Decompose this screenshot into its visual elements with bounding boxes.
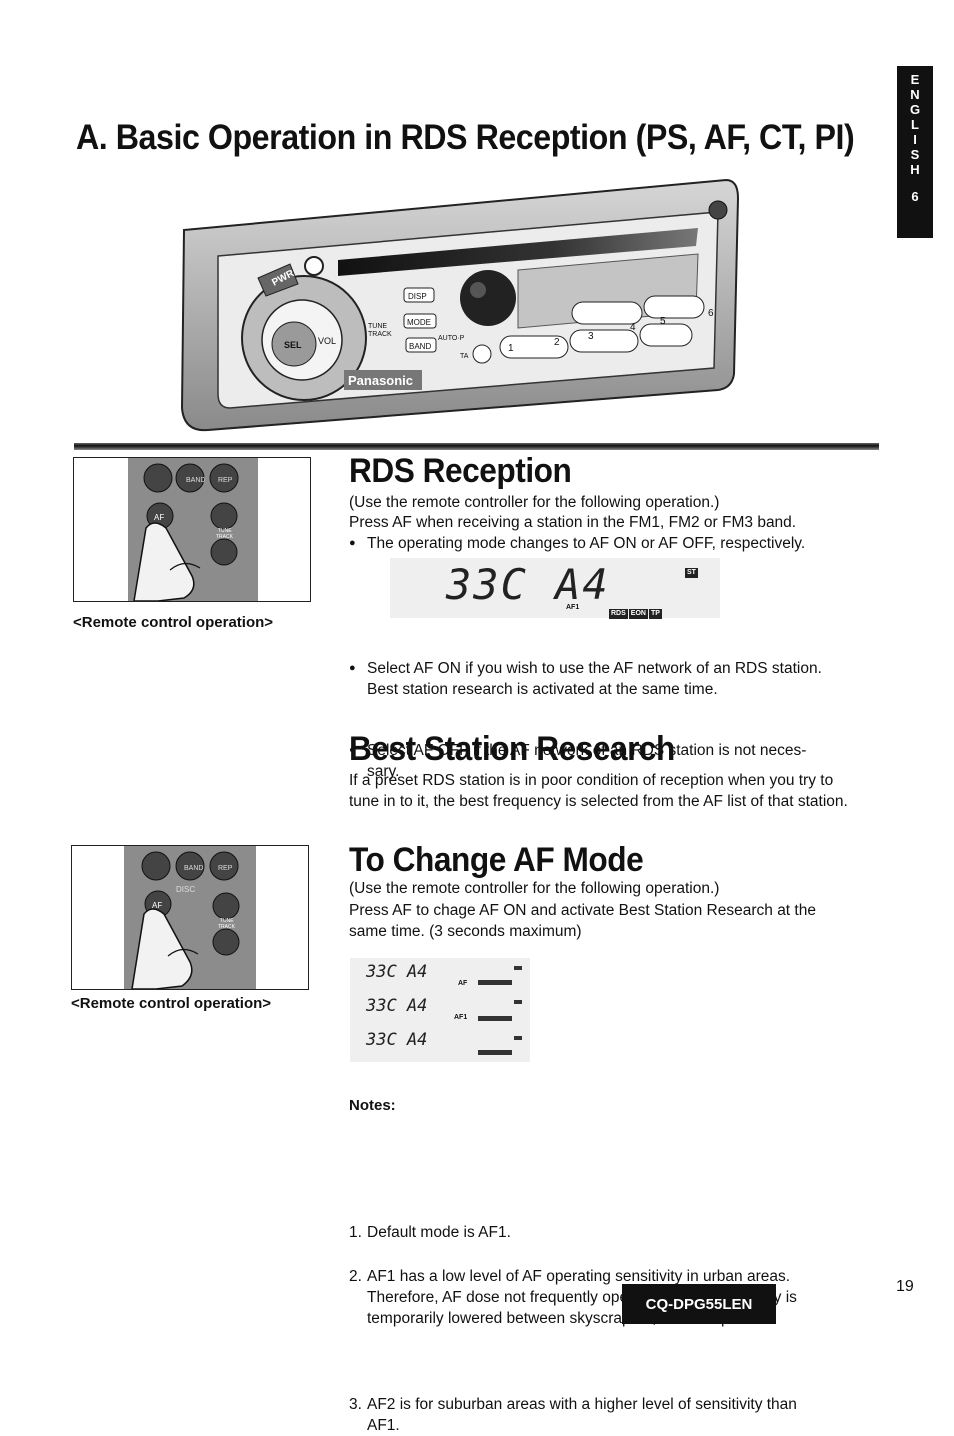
af-indicator: AF1 — [454, 1014, 468, 1021]
lcd-segment-text: 33C A4 — [446, 560, 610, 609]
remote-control-image: DISC BAND REP AF TUNE TRACK — [71, 845, 309, 990]
disp-key-label: DISP — [408, 292, 427, 301]
instruction-text: same time. (3 seconds maximum) — [349, 923, 582, 940]
note-text: AF2 is for suburban areas with a higher … — [367, 1396, 797, 1413]
rep-key-label: REP — [218, 477, 233, 484]
note-text: Default mode is AF1. — [367, 1224, 511, 1241]
bullet-text: sary. — [367, 763, 400, 780]
bullet-text: Best station research is activated at th… — [367, 681, 718, 698]
note-text: AF1 has a low level of AF operating sens… — [367, 1268, 791, 1285]
instruction-text: Press AF to chage AF ON and activate Bes… — [349, 902, 816, 919]
lcd-segment-text: 33C A4 — [366, 962, 428, 982]
tune-key-label: TUNE — [218, 528, 232, 534]
rep-key-label: REP — [218, 865, 233, 872]
note-number: 2. — [349, 1268, 362, 1285]
page-title: A. Basic Operation in RDS Reception (PS,… — [76, 118, 855, 157]
tune-key-label: TUNE — [368, 323, 387, 330]
indicator-bar — [478, 1050, 512, 1055]
bullet-item: The operating mode changes to AF ON or A… — [349, 533, 954, 554]
change-af-heading: To Change AF Mode — [349, 841, 644, 879]
instruction-text: (Use the remote controller for the follo… — [349, 880, 720, 897]
lang-letter: N — [910, 87, 920, 102]
st-indicator — [514, 966, 522, 970]
band-key-label: BAND — [184, 865, 203, 872]
preset-5-label: 5 — [660, 316, 666, 327]
bullet-item: Select AF OFF if the AF network of an RD… — [349, 740, 954, 782]
preset-3-label: 3 — [588, 331, 594, 342]
preset-6-label: 6 — [708, 308, 714, 319]
lang-letter: S — [910, 147, 920, 162]
sel-key-label: SEL — [284, 340, 302, 350]
af-key-label: AF — [152, 901, 162, 910]
remote-control-image: BAND REP AF TUNE TRACK — [73, 457, 311, 602]
preset-4-label: 4 — [630, 322, 636, 333]
body-text: tune in to it, the best frequency is sel… — [349, 793, 848, 810]
model-number-badge: CQ-DPG55LEN — [622, 1284, 776, 1324]
bullet-text: The operating mode changes to AF ON or A… — [367, 535, 806, 552]
instruction-text: (Use the remote controller for the follo… — [349, 494, 720, 511]
st-indicator — [514, 1000, 522, 1004]
instruction-text: Press AF when receiving a station in the… — [349, 514, 797, 531]
remote-caption: <Remote control operation> — [73, 614, 274, 631]
track-key-label: TRACK — [368, 331, 392, 338]
body-text: If a preset RDS station is in poor condi… — [349, 772, 834, 789]
brand-logo: Panasonic — [348, 373, 413, 388]
band-key-label: BAND — [409, 342, 431, 351]
auto-p-key-label: AUTO·P — [438, 335, 465, 342]
tp-indicator: TP — [648, 609, 662, 619]
vol-key-label: VOL — [318, 336, 336, 346]
lang-letter: H — [910, 162, 920, 177]
preset-2-label: 2 — [554, 337, 560, 348]
rds-indicator: RDS — [609, 609, 628, 619]
note-text: AF1. — [367, 1417, 400, 1434]
note-item: 3. AF2 is for suburban areas with a high… — [349, 1394, 954, 1436]
lang-letter: I — [913, 132, 917, 147]
language-tab: E N G L I S H 6 — [897, 66, 933, 238]
lang-letter: E — [910, 72, 920, 87]
lang-letter: L — [911, 117, 919, 132]
st-indicator — [514, 1036, 522, 1040]
lcd-segment-text: 33C A4 — [366, 1030, 428, 1050]
band-key-label: BAND — [186, 477, 205, 484]
bullet-text: Select AF ON if you wish to use the AF n… — [367, 660, 822, 677]
mode-key-label: MODE — [407, 318, 431, 327]
section-divider — [74, 443, 879, 450]
ta-key-label: TA — [460, 353, 469, 360]
track-key-label: TRACK — [216, 534, 234, 540]
af-key-label: AF — [154, 513, 164, 522]
notes-heading: Notes: — [349, 1097, 396, 1114]
section-page-number: 6 — [911, 189, 919, 204]
st-indicator: ST — [685, 568, 698, 578]
note-item: 1. Default mode is AF1. — [349, 1222, 954, 1243]
track-key-label: TRACK — [218, 924, 236, 930]
best-station-heading: Best Station Research — [349, 730, 675, 768]
tune-key-label: TUNE — [220, 918, 234, 924]
page-number: 19 — [896, 1278, 914, 1295]
af-indicator: AF — [458, 980, 468, 987]
indicator-bar — [478, 1016, 512, 1021]
disc-key-label: DISC — [176, 885, 195, 894]
bullet-text: Select AF OFF if the AF network of an RD… — [367, 742, 807, 759]
indicator-bar — [478, 980, 512, 985]
head-unit-illustration: PWR SEL VOL TUNE TRACK DISP MODE BAND AU… — [180, 178, 740, 432]
lang-letter: G — [909, 102, 921, 117]
lcd-segment-text: 33C A4 — [366, 996, 428, 1016]
preset-1-label: 1 — [508, 343, 514, 354]
remote-caption: <Remote control operation> — [71, 995, 272, 1012]
note-number: 1. — [349, 1224, 362, 1241]
lcd-sequence: 33C A4 AF 33C A4 AF1 33C A4 — [350, 958, 530, 1062]
eon-indicator: EON — [628, 609, 648, 619]
bullet-item: Select AF ON if you wish to use the AF n… — [349, 658, 954, 700]
af-indicator: AF1 — [566, 604, 580, 611]
note-number: 3. — [349, 1396, 362, 1413]
rds-reception-heading: RDS Reception — [349, 452, 572, 490]
